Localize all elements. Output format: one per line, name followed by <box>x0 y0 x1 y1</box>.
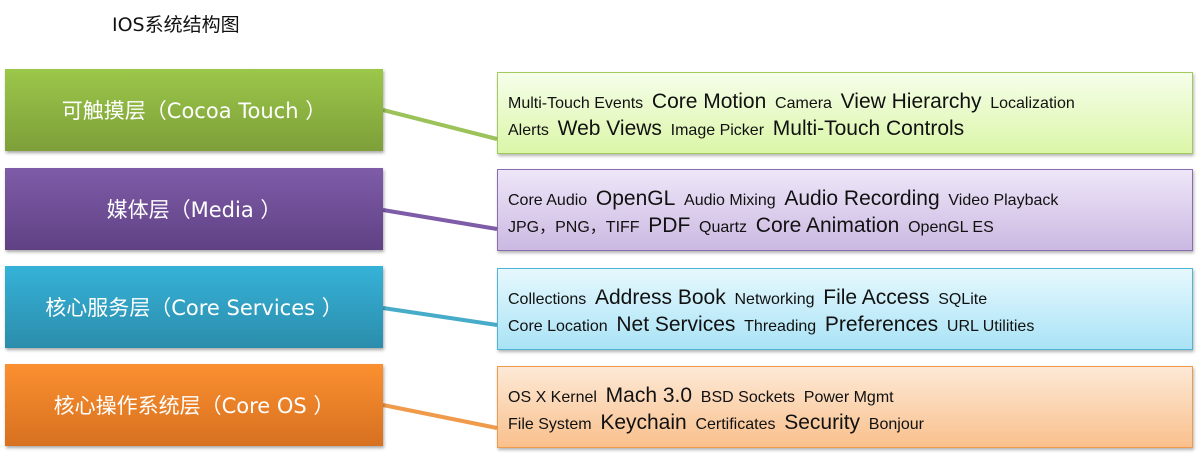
component-item: Multi-Touch Events <box>508 95 644 112</box>
component-item: Core Animation <box>755 214 900 237</box>
component-item: View Hierarchy <box>840 90 982 113</box>
component-item: OpenGL ES <box>908 219 994 236</box>
layer-label: 媒体层（Media ） <box>106 198 282 222</box>
component-item: Audio Mixing <box>684 192 776 209</box>
detail-line: Multi-Touch Events Core Motion Camera Vi… <box>508 89 1192 116</box>
component-item: Address Book <box>595 286 726 309</box>
component-item: Power Mgmt <box>803 389 894 406</box>
component-item: Bonjour <box>868 416 924 433</box>
component-item: Video Playback <box>948 192 1059 209</box>
component-item: File System <box>508 416 592 433</box>
detail-line: JPG，PNG，TIFF PDF Quartz Core Animation O… <box>508 213 1192 240</box>
layer-cocoa-touch: 可触摸层（Cocoa Touch ） <box>5 69 383 151</box>
detail-line: Alerts Web Views Image Picker Multi-Touc… <box>508 116 1192 143</box>
component-item: Keychain <box>600 411 687 434</box>
component-item: Mach 3.0 <box>605 384 693 407</box>
component-item: Image Picker <box>670 122 765 139</box>
diagram-title: IOS系统结构图 <box>112 14 240 36</box>
component-item: Alerts <box>508 122 549 139</box>
component-item: Quartz <box>699 219 748 236</box>
layer-core-services: 核心服务层（Core Services ） <box>5 266 383 348</box>
component-item: OS X Kernel <box>508 389 597 406</box>
component-item: Security <box>784 411 861 434</box>
component-item: Collections <box>508 291 587 308</box>
layer-media: 媒体层（Media ） <box>5 168 383 250</box>
component-item: URL Utilities <box>946 318 1035 335</box>
component-item: Audio Recording <box>784 187 940 210</box>
layer-label: 核心操作系统层（Core OS ） <box>53 394 335 418</box>
layer-label: 核心服务层（Core Services ） <box>45 296 343 320</box>
detail-line: File System Keychain Certificates Securi… <box>508 410 1192 437</box>
component-item: Certificates <box>695 416 776 433</box>
component-item: OpenGL <box>595 187 676 210</box>
component-item: Net Services <box>616 313 736 336</box>
connector-core-services <box>382 306 498 327</box>
detail-core-services: Collections Address Book Networking File… <box>497 268 1193 350</box>
layer-core-os: 核心操作系统层（Core OS ） <box>5 364 383 446</box>
detail-media: Core Audio OpenGL Audio Mixing Audio Rec… <box>497 169 1193 251</box>
component-item: PDF <box>648 214 691 237</box>
component-item: Preferences <box>824 313 939 336</box>
connector-core-os <box>382 403 498 430</box>
component-item: Networking <box>734 291 815 308</box>
connector-cocoa-touch <box>382 108 498 141</box>
detail-cocoa-touch: Multi-Touch Events Core Motion Camera Vi… <box>497 72 1193 154</box>
component-item: Camera <box>775 95 832 112</box>
component-item: Core Audio <box>508 192 588 209</box>
component-item: Core Motion <box>651 90 767 113</box>
connector-media <box>382 208 498 231</box>
component-item: Multi-Touch Controls <box>772 117 965 140</box>
detail-line: OS X Kernel Mach 3.0 BSD Sockets Power M… <box>508 383 1192 410</box>
component-item: Core Location <box>508 318 608 335</box>
component-item: Threading <box>744 318 817 335</box>
component-item: JPG，PNG，TIFF <box>508 219 640 236</box>
component-item: Web Views <box>557 117 662 140</box>
component-item: BSD Sockets <box>700 389 796 406</box>
detail-core-os: OS X Kernel Mach 3.0 BSD Sockets Power M… <box>497 366 1193 448</box>
detail-line: Core Audio OpenGL Audio Mixing Audio Rec… <box>508 186 1192 213</box>
component-item: Localization <box>990 95 1075 112</box>
component-item: SQLite <box>938 291 988 308</box>
layer-label: 可触摸层（Cocoa Touch ） <box>61 99 327 123</box>
component-item: File Access <box>823 286 930 309</box>
detail-line: Core Location Net Services Threading Pre… <box>508 312 1192 339</box>
detail-line: Collections Address Book Networking File… <box>508 285 1192 312</box>
